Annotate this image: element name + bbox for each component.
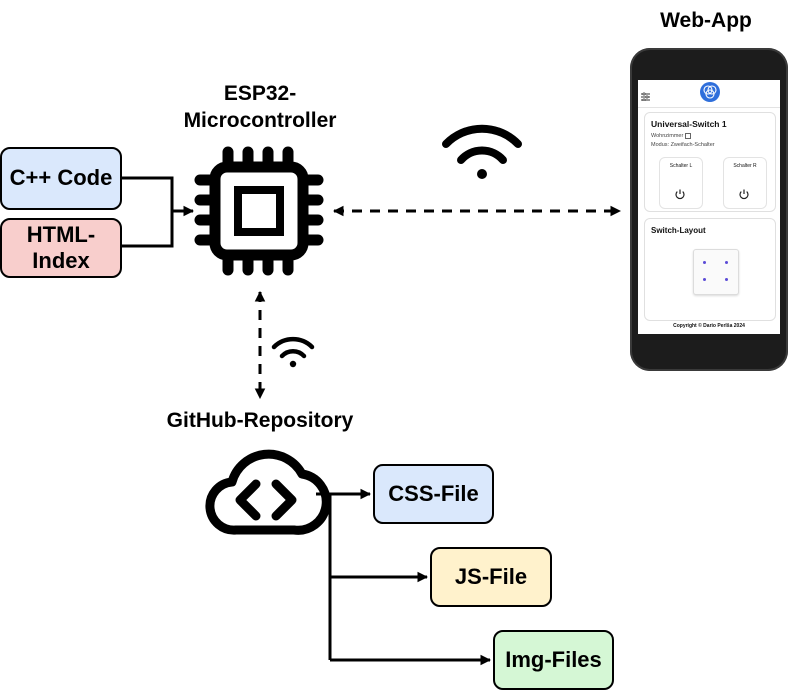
cpp-code-box: C++ Code — [0, 147, 122, 210]
mode-label: Modus: Zweifach-Schalter — [651, 142, 715, 148]
edit-icon[interactable] — [685, 133, 692, 139]
layout-dot — [703, 278, 706, 281]
wifi-icon — [442, 124, 522, 179]
connector-html-to-chip — [122, 211, 174, 248]
html-index-label-line1: HTML- — [26, 221, 96, 247]
html-index-box: HTML- Index — [0, 218, 122, 278]
logo-icon — [700, 82, 720, 102]
wifi-icon-small — [271, 336, 315, 368]
cpp-code-label: C++ Code — [9, 165, 113, 191]
switch-left-label: Schalter L — [669, 163, 693, 169]
img-files-label: Img-Files — [505, 646, 602, 672]
switch-card: Universal-Switch 1 Wohnzimmer Modus: Zwe… — [644, 112, 776, 212]
webapp-label: Web-App — [660, 9, 752, 32]
github-label: GitHub-Repository — [166, 409, 354, 432]
phone-footer: Copyright © Dario Perlša 2024 — [673, 323, 745, 329]
js-file-label: JS-File — [454, 563, 528, 589]
switch-right-label: Schalter R — [733, 163, 757, 169]
layout-card: Switch-Layout — [644, 218, 776, 321]
chip-icon — [194, 146, 324, 276]
layout-dot — [725, 278, 728, 281]
switch-right-button[interactable]: Schalter R — [723, 157, 767, 209]
layout-dot — [703, 261, 706, 264]
switch-card-title: Universal-Switch 1 — [651, 119, 727, 129]
cloud-code-icon — [205, 449, 331, 535]
settings-icon[interactable] — [641, 88, 650, 102]
phone-screen: Universal-Switch 1 Wohnzimmer Modus: Zwe… — [638, 80, 780, 334]
css-file-label: CSS-File — [388, 480, 479, 506]
css-file-box: CSS-File — [373, 464, 494, 524]
esp32-label-line1: ESP32- — [223, 82, 297, 105]
phone-mockup: Universal-Switch 1 Wohnzimmer Modus: Zwe… — [630, 48, 788, 371]
layout-card-title: Switch-Layout — [651, 226, 706, 235]
switch-left-button[interactable]: Schalter L — [659, 157, 703, 209]
room-label: Wohnzimmer — [651, 133, 684, 139]
layout-dot — [725, 261, 728, 264]
room-row: Wohnzimmer — [651, 132, 692, 140]
esp32-label-line2: Microcontroller — [183, 109, 337, 132]
power-icon — [739, 189, 749, 200]
phone-topbar-divider — [638, 107, 780, 108]
js-file-box: JS-File — [430, 547, 552, 607]
power-icon — [675, 189, 685, 200]
img-files-box: Img-Files — [493, 630, 614, 690]
esp32-label: ESP32- Microcontroller — [150, 80, 370, 134]
connector-cpp-to-chip — [122, 176, 195, 217]
layout-preview[interactable] — [693, 249, 739, 295]
html-index-label-line2: Index — [32, 248, 90, 273]
